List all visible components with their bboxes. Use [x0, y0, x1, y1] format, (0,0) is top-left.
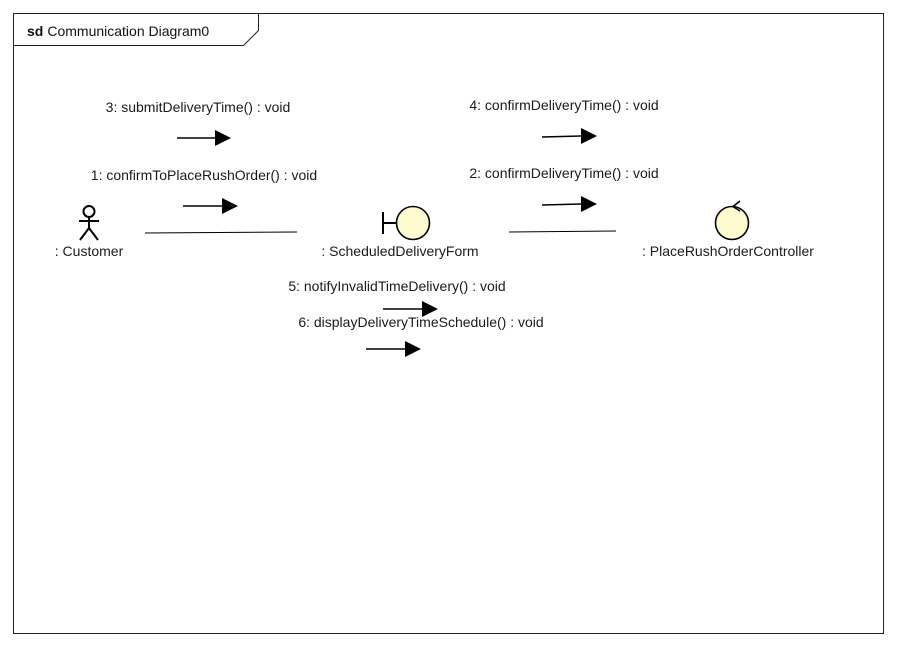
- control-icon: [714, 200, 750, 241]
- controller-label: : PlaceRushOrderController: [642, 243, 814, 259]
- form-label: : ScheduledDeliveryForm: [321, 243, 478, 259]
- message-2-label[interactable]: 2: confirmDeliveryTime() : void: [469, 165, 658, 181]
- message-2-arrow: [541, 196, 597, 212]
- frame-title-tab: [13, 13, 259, 46]
- message-4-arrow: [541, 128, 597, 144]
- message-1-label[interactable]: 1: confirmToPlaceRushOrder() : void: [91, 167, 317, 183]
- place-rush-order-controller[interactable]: : PlaceRushOrderController: [642, 200, 814, 259]
- scheduled-delivery-form[interactable]: : ScheduledDeliveryForm: [321, 205, 479, 260]
- link-customer-form[interactable]: [144, 231, 298, 234]
- message-1-arrow: [183, 198, 238, 214]
- message-6-arrow: [366, 341, 421, 357]
- message-5-arrow: [383, 301, 438, 317]
- diagram-frame: [13, 13, 884, 634]
- message-4-label[interactable]: 4: confirmDeliveryTime() : void: [469, 97, 658, 113]
- message-6-label[interactable]: 6: displayDeliveryTimeSchedule() : void: [298, 314, 543, 330]
- message-3-label[interactable]: 3: submitDeliveryTime() : void: [106, 99, 291, 115]
- message-3-arrow: [177, 130, 231, 146]
- message-5-label[interactable]: 5: notifyInvalidTimeDelivery() : void: [288, 278, 505, 294]
- customer-label: : Customer: [55, 243, 124, 259]
- boundary-icon: [382, 205, 431, 241]
- link-form-controller[interactable]: [508, 230, 617, 233]
- customer-actor[interactable]: : Customer: [55, 205, 124, 259]
- actor-icon: [79, 205, 99, 241]
- frame-name: Communication Diagram0: [47, 23, 209, 39]
- frame-keyword: sd: [27, 23, 43, 39]
